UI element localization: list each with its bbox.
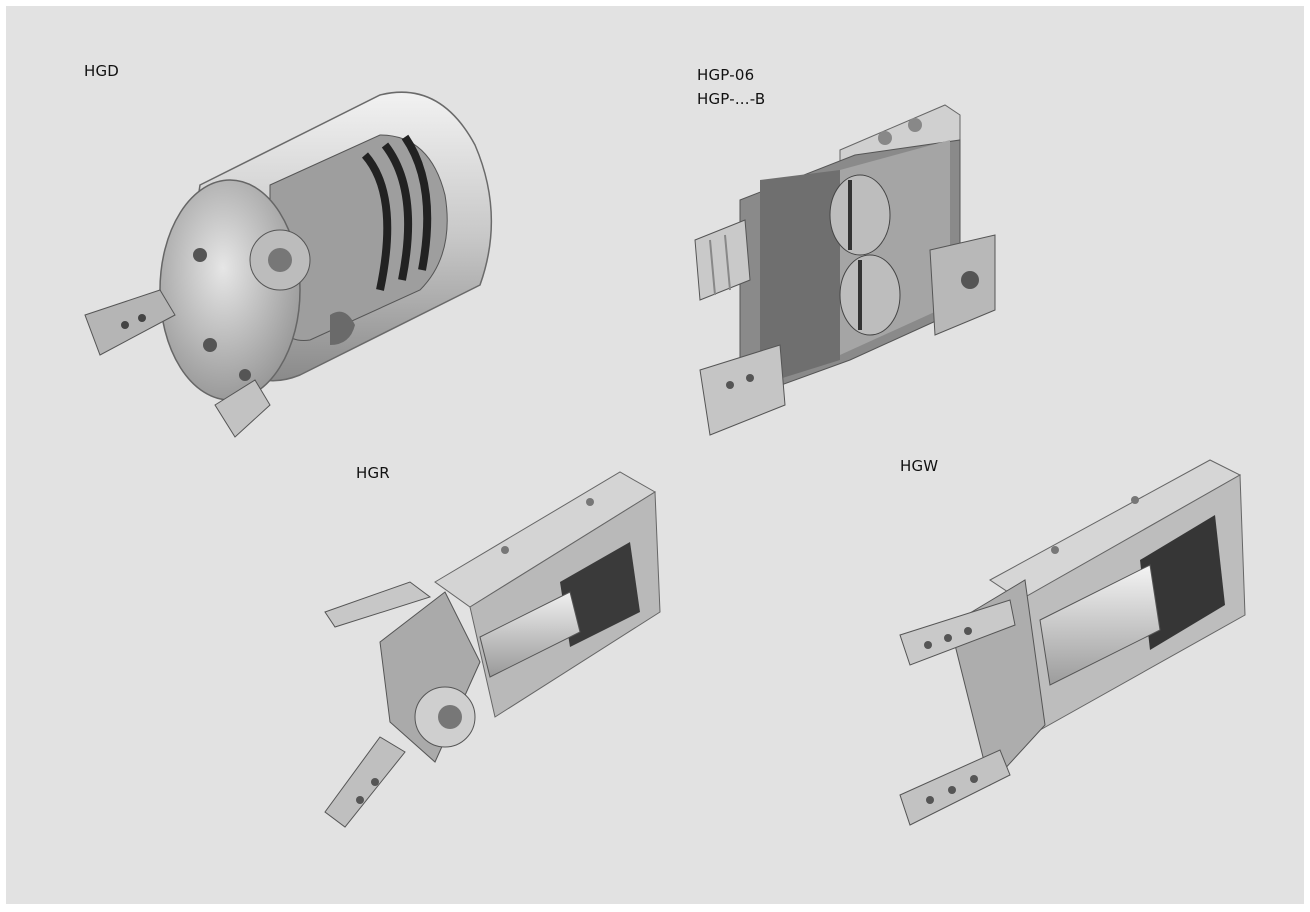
hgw-gripper-cutaway-image <box>899 459 1246 826</box>
hgp-label-line2: HGP-...-B <box>697 90 766 108</box>
hgr-label: HGR <box>356 464 390 482</box>
hgp-gripper-cutaway-image <box>694 104 996 436</box>
hgp-label-line1: HGP-06 <box>697 66 755 84</box>
hgw-label: HGW <box>900 457 939 475</box>
hgd-label: HGD <box>84 62 120 80</box>
hgd-gripper-cutaway-image <box>84 91 493 438</box>
figure-panel <box>6 6 1304 904</box>
hgr-gripper-cutaway-image <box>324 471 661 828</box>
